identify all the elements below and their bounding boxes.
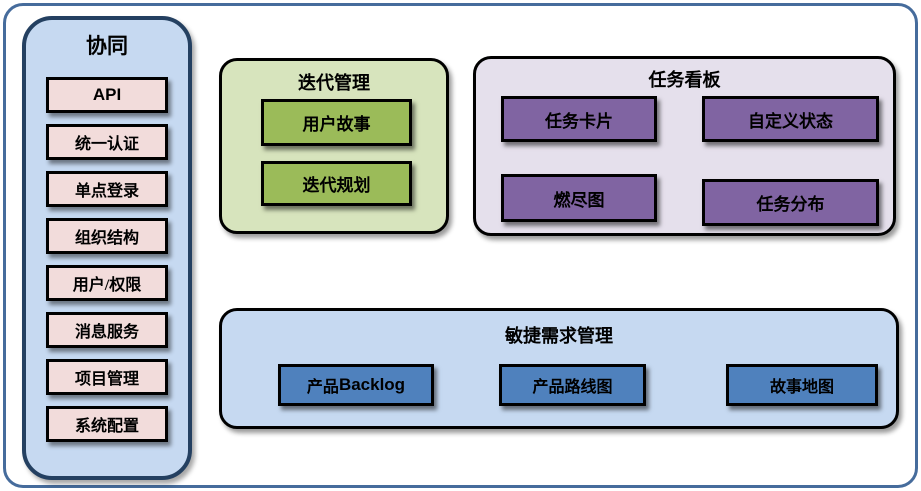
task-kanban-title: 任务看板 <box>648 70 721 90</box>
sidebar-item-system-config: 系统配置 <box>46 406 168 442</box>
collaboration-item-list: API 统一认证 单点登录 组织结构 用户/权限 消息服务 项目管理 系统配置 <box>26 77 188 442</box>
item-burndown-chart: 燃尽图 <box>501 174 657 222</box>
item-task-card: 任务卡片 <box>501 96 657 142</box>
item-product-backlog-zh-label: 产品 <box>306 379 339 396</box>
item-product-backlog-en-label: Backlog <box>338 375 406 394</box>
item-story-map: 故事地图 <box>726 364 878 406</box>
agile-requirements-title: 敏捷需求管理 <box>505 326 613 346</box>
collaboration-panel-title: 协同 <box>86 35 128 58</box>
collaboration-panel: 协同 API 统一认证 单点登录 组织结构 用户/权限 消息服务 项目管理 系统… <box>22 16 192 480</box>
sidebar-item-org-structure: 组织结构 <box>46 218 168 254</box>
sidebar-item-unified-auth: 统一认证 <box>46 124 168 160</box>
item-iteration-planning: 迭代规划 <box>261 161 412 206</box>
sidebar-item-api: API <box>46 77 168 113</box>
item-task-distribution: 任务分布 <box>702 179 879 226</box>
sidebar-item-user-permissions: 用户/权限 <box>46 265 168 301</box>
item-custom-status: 自定义状态 <box>702 96 879 142</box>
sidebar-item-message-service: 消息服务 <box>46 312 168 348</box>
sidebar-item-project-management: 项目管理 <box>46 359 168 395</box>
item-product-roadmap: 产品路线图 <box>499 364 646 406</box>
iteration-management-title: 迭代管理 <box>298 73 370 93</box>
diagram-frame: 协同 API 统一认证 单点登录 组织结构 用户/权限 消息服务 项目管理 系统… <box>3 3 918 488</box>
iteration-management-panel: 迭代管理 用户故事 迭代规划 <box>219 58 449 234</box>
task-kanban-panel: 任务看板 任务卡片 自定义状态 燃尽图 任务分布 <box>473 56 896 236</box>
item-user-story: 用户故事 <box>261 99 412 146</box>
sidebar-item-single-sign-on: 单点登录 <box>46 171 168 207</box>
